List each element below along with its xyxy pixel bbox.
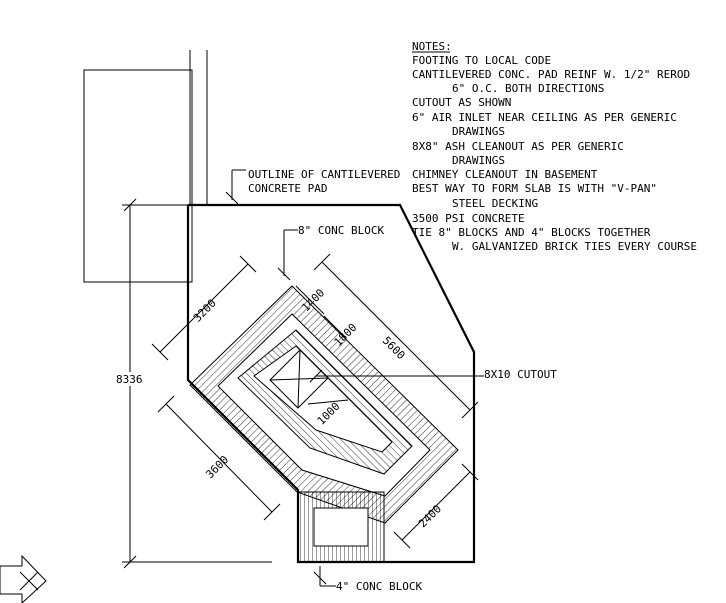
note-line: 6" AIR INLET NEAR CEILING AS PER GENERIC [412,111,677,124]
note-line: FOOTING TO LOCAL CODE [412,54,551,67]
dimension-overall-height: 8336 [114,198,272,569]
note-line: BEST WAY TO FORM SLAB IS WITH "V-PAN" [412,182,657,195]
existing-wall [83,50,208,283]
callout-4-inch-block: 4" CONC BLOCK [313,566,422,593]
note-line: 8X8" ASH CLEANOUT AS PER GENERIC [412,140,624,153]
pad-outline-label-2: CONCRETE PAD [248,182,327,195]
direction-arrow-icon [0,554,47,603]
note-line: CUTOUT AS SHOWN [412,96,511,109]
note-line: CANTILEVERED CONC. PAD REINF W. 1/2" RER… [412,68,690,81]
upper-right-dim-label: 5600 [380,334,408,362]
notes-block: NOTES: FOOTING TO LOCAL CODE CANTILEVERE… [412,40,697,253]
upper-left-dim-label: 3200 [191,297,219,325]
eight-inch-block-label: 8" CONC BLOCK [298,224,384,237]
note-line: DRAWINGS [452,125,505,138]
pad-outline-label-1: OUTLINE OF CANTILEVERED [248,168,400,181]
callout-8-inch-block: 8" CONC BLOCK [277,224,384,281]
note-line: W. GALVANIZED BRICK TIES EVERY COURSE [452,240,697,253]
note-line: CHIMNEY CLEANOUT IN BASEMENT [412,168,598,181]
lower-left-dim-label: 3600 [203,453,231,481]
note-line: DRAWINGS [452,154,505,167]
note-line: 3500 PSI CONCRETE [412,212,525,225]
cutout-label: 8X10 CUTOUT [484,368,557,381]
overall-height-label: 8336 [116,373,143,386]
note-line: STEEL DECKING [452,197,538,210]
note-line: TIE 8" BLOCKS AND 4" BLOCKS TOGETHER [412,226,651,239]
four-inch-block-label: 4" CONC BLOCK [336,580,422,593]
lower-right-dim-label: 2400 [416,502,444,530]
callout-pad-outline: OUTLINE OF CANTILEVERED CONCRETE PAD [225,168,400,205]
notes-title: NOTES: [412,40,452,53]
callout-cutout: 8X10 CUTOUT [309,368,557,383]
note-line: 6" O.C. BOTH DIRECTIONS [452,82,604,95]
